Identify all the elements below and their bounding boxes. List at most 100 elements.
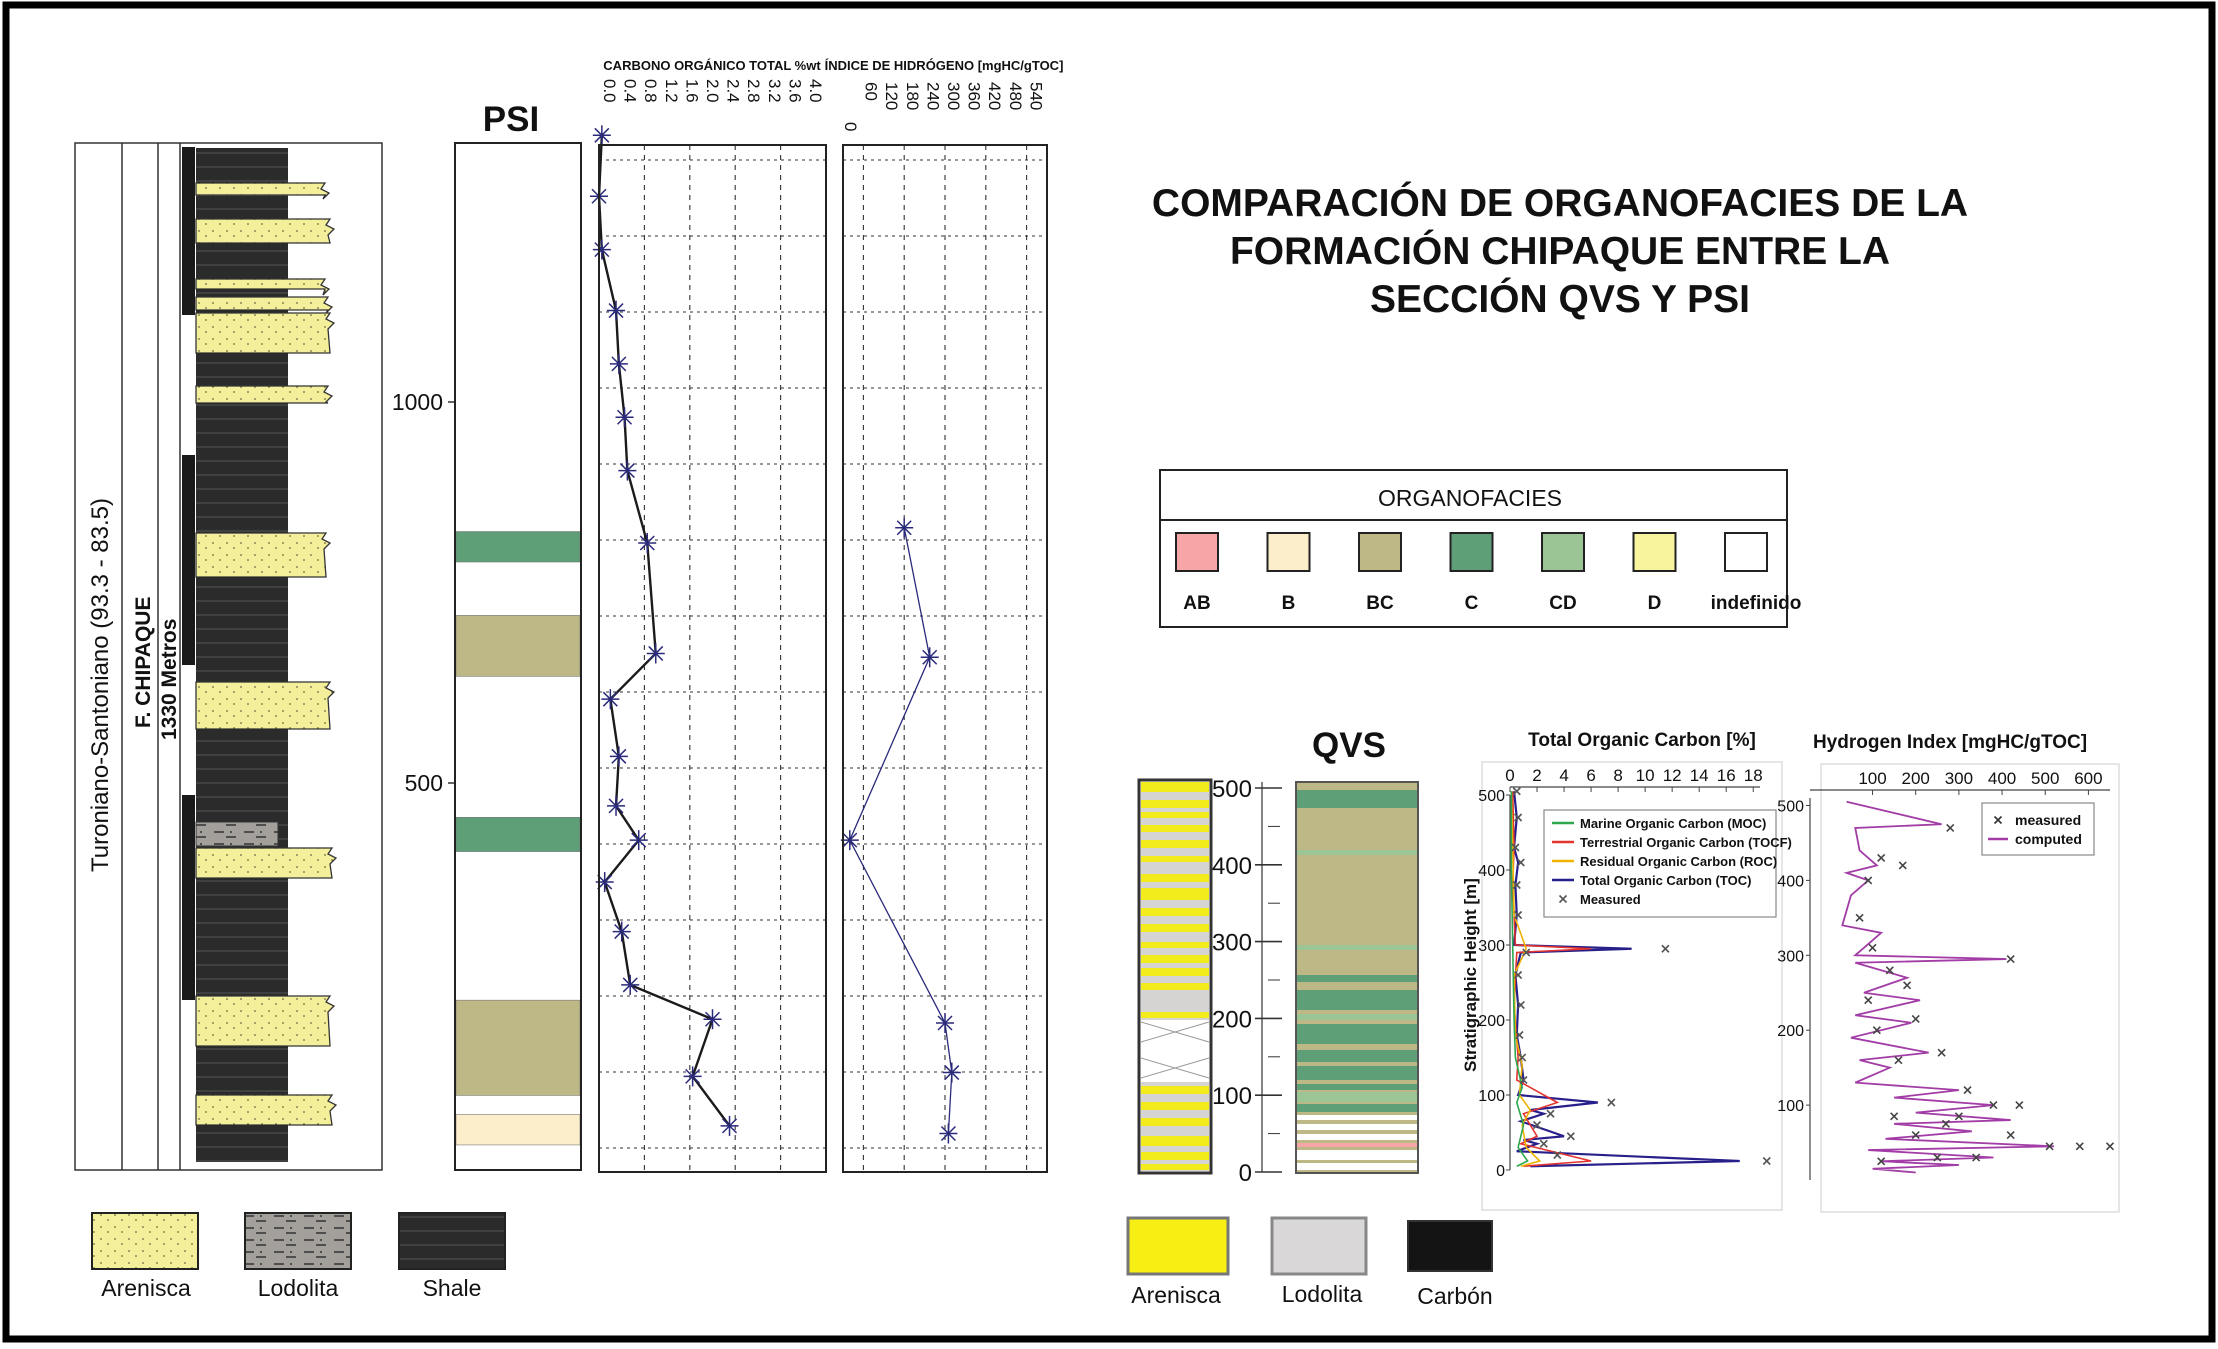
legend-swatch-arenisca [91,1212,199,1270]
hi-chart-measured-point [2006,1130,2015,1140]
mudstone-bed [195,821,279,847]
qvs-sandstone-bed [1141,856,1209,862]
toc-chart-series [1510,791,1740,1168]
hi-chart-xtick-label: 600 [2074,769,2102,788]
toc-chart-ytick-label: 400 [1478,863,1505,880]
toc-tick-label: 3.6 [785,79,804,103]
legend-swatch-lodolita-qvs [1270,1216,1368,1276]
hi-chart-measured-point [1963,1086,1972,1095]
hi-chart-measured-point [1972,1153,1981,1162]
hi-chart-measured-point [1877,1157,1886,1166]
toc-legend-label-0: Marine Organic Carbon (MOC) [1580,816,1766,831]
toc-point [592,239,611,260]
psi-facies-band [455,816,581,852]
hi-tick-label: 420 [985,82,1004,110]
qvs-facies-bands [1297,782,1417,1173]
hi-chart-measured-point [2075,1142,2084,1151]
facies-swatch-B [1266,532,1311,572]
toc-point [601,689,620,710]
sandstone-bed [195,532,332,578]
toc-point [638,532,657,553]
toc-chart-measured-point [1661,944,1670,953]
toc-chart-xtick-label: 0 [1505,766,1514,785]
toc-chart-measured-point [1512,787,1521,796]
qvs-organofacies-column: QVS [1295,726,1419,1174]
shale-bed [196,195,288,219]
qvs-facies-band [1297,945,1417,950]
hi-chart-measured-point [1855,913,1864,922]
hi-chart-measured-point [1903,981,1912,990]
shale-bed [196,1125,288,1162]
toc-chart-measured [1511,787,1771,1166]
sandstone-bed [195,1094,338,1126]
qvs-tick-label: 200 [1212,1006,1252,1033]
toc-point [646,643,665,664]
facies-swatch-D [1632,532,1677,572]
toc-legend-label-3: Total Organic Carbon (TOC) [1580,873,1751,888]
qvs-sandstone-bed [1141,888,1209,900]
psi-facies-bands [455,531,581,1146]
toc-chart-measured-point [1539,1139,1548,1148]
toc-chart-ytick-label: 300 [1478,938,1505,955]
toc-point [592,125,611,146]
shale-bed [196,289,288,297]
legend-swatch-lodolita [244,1212,352,1270]
toc-line [597,135,731,1127]
legend-label-lodolita: Lodolita [258,1275,339,1301]
hi-chart-ytick-label: 500 [1777,798,1804,815]
hi-chart-measured-point [1890,1112,1899,1121]
psi-facies-band [455,531,581,563]
qvs-facies-band [1297,1163,1417,1170]
toc-chart-xtick-label: 8 [1613,766,1622,785]
toc-chart: Total Organic Carbon [%] Stratigraphic H… [1461,730,1792,1211]
qvs-sandstone-bed [1141,840,1209,848]
qvs-sandstone-bed [1141,825,1209,832]
psi-facies-band [455,1114,581,1146]
qvs-tick-label: 100 [1212,1083,1252,1110]
hi-chart-xtick-label: 100 [1858,769,1886,788]
qvs-label: QVS [1312,726,1386,765]
toc-track-title: CARBONO ORGÁNICO TOTAL %wt [603,58,821,73]
qvs-facies-band [1297,975,1417,982]
hi-chart-measured-point [1864,876,1873,885]
organofacies-legend-title: ORGANOFACIES [1378,485,1562,511]
toc-chart-xtick-label: 14 [1690,766,1709,785]
psi-lithology-column: Turoniano-Santoniano (93.3 - 83.5) F. CH… [74,142,383,1171]
hi-chart-measured-point [1941,1119,1951,1128]
qvs-sandstone-bed [1141,1012,1209,1018]
shale-bed [196,353,288,386]
hi-chart-measured-point [1864,996,1873,1005]
shale-bed [196,310,288,313]
toc-point [612,921,631,942]
toc-chart-measured-point [1762,1156,1771,1166]
toc-chart-measured-point [1516,858,1525,867]
qvs-tick-label: 400 [1212,853,1252,880]
qvs-sandstone-bed [1141,908,1209,916]
qvs-sandstone-bed [1141,1118,1209,1126]
qvs-tick-label: 0 [1239,1160,1252,1187]
toc-chart-measured-point [1546,1109,1555,1118]
toc-tick-label: 2.8 [744,79,763,103]
psi-facies-band [455,615,581,677]
psi-facies-band [455,999,581,1096]
thickness-label: 1330 Metros [158,619,181,740]
psi-label: PSI [483,100,539,139]
hi-chart-measured-point [1877,853,1886,862]
toc-point [683,1066,702,1087]
toc-chart-xtick-label: 2 [1532,766,1541,785]
toc-chart-xtick-label: 6 [1586,766,1595,785]
toc-chart-measured-point [1514,813,1523,822]
toc-tick-label: 0.4 [621,79,640,103]
hi-chart-measured-point [1894,1056,1903,1065]
age-label: Turoniano-Santoniano (93.3 - 83.5) [87,498,114,872]
hi-grid [843,145,1047,1170]
qvs-sandstone-bed [1141,782,1209,792]
toc-chart-measured-point [1566,1132,1575,1141]
toc-tick-label: 1.6 [682,79,701,103]
qvs-sandstone-bed [1141,942,1209,948]
